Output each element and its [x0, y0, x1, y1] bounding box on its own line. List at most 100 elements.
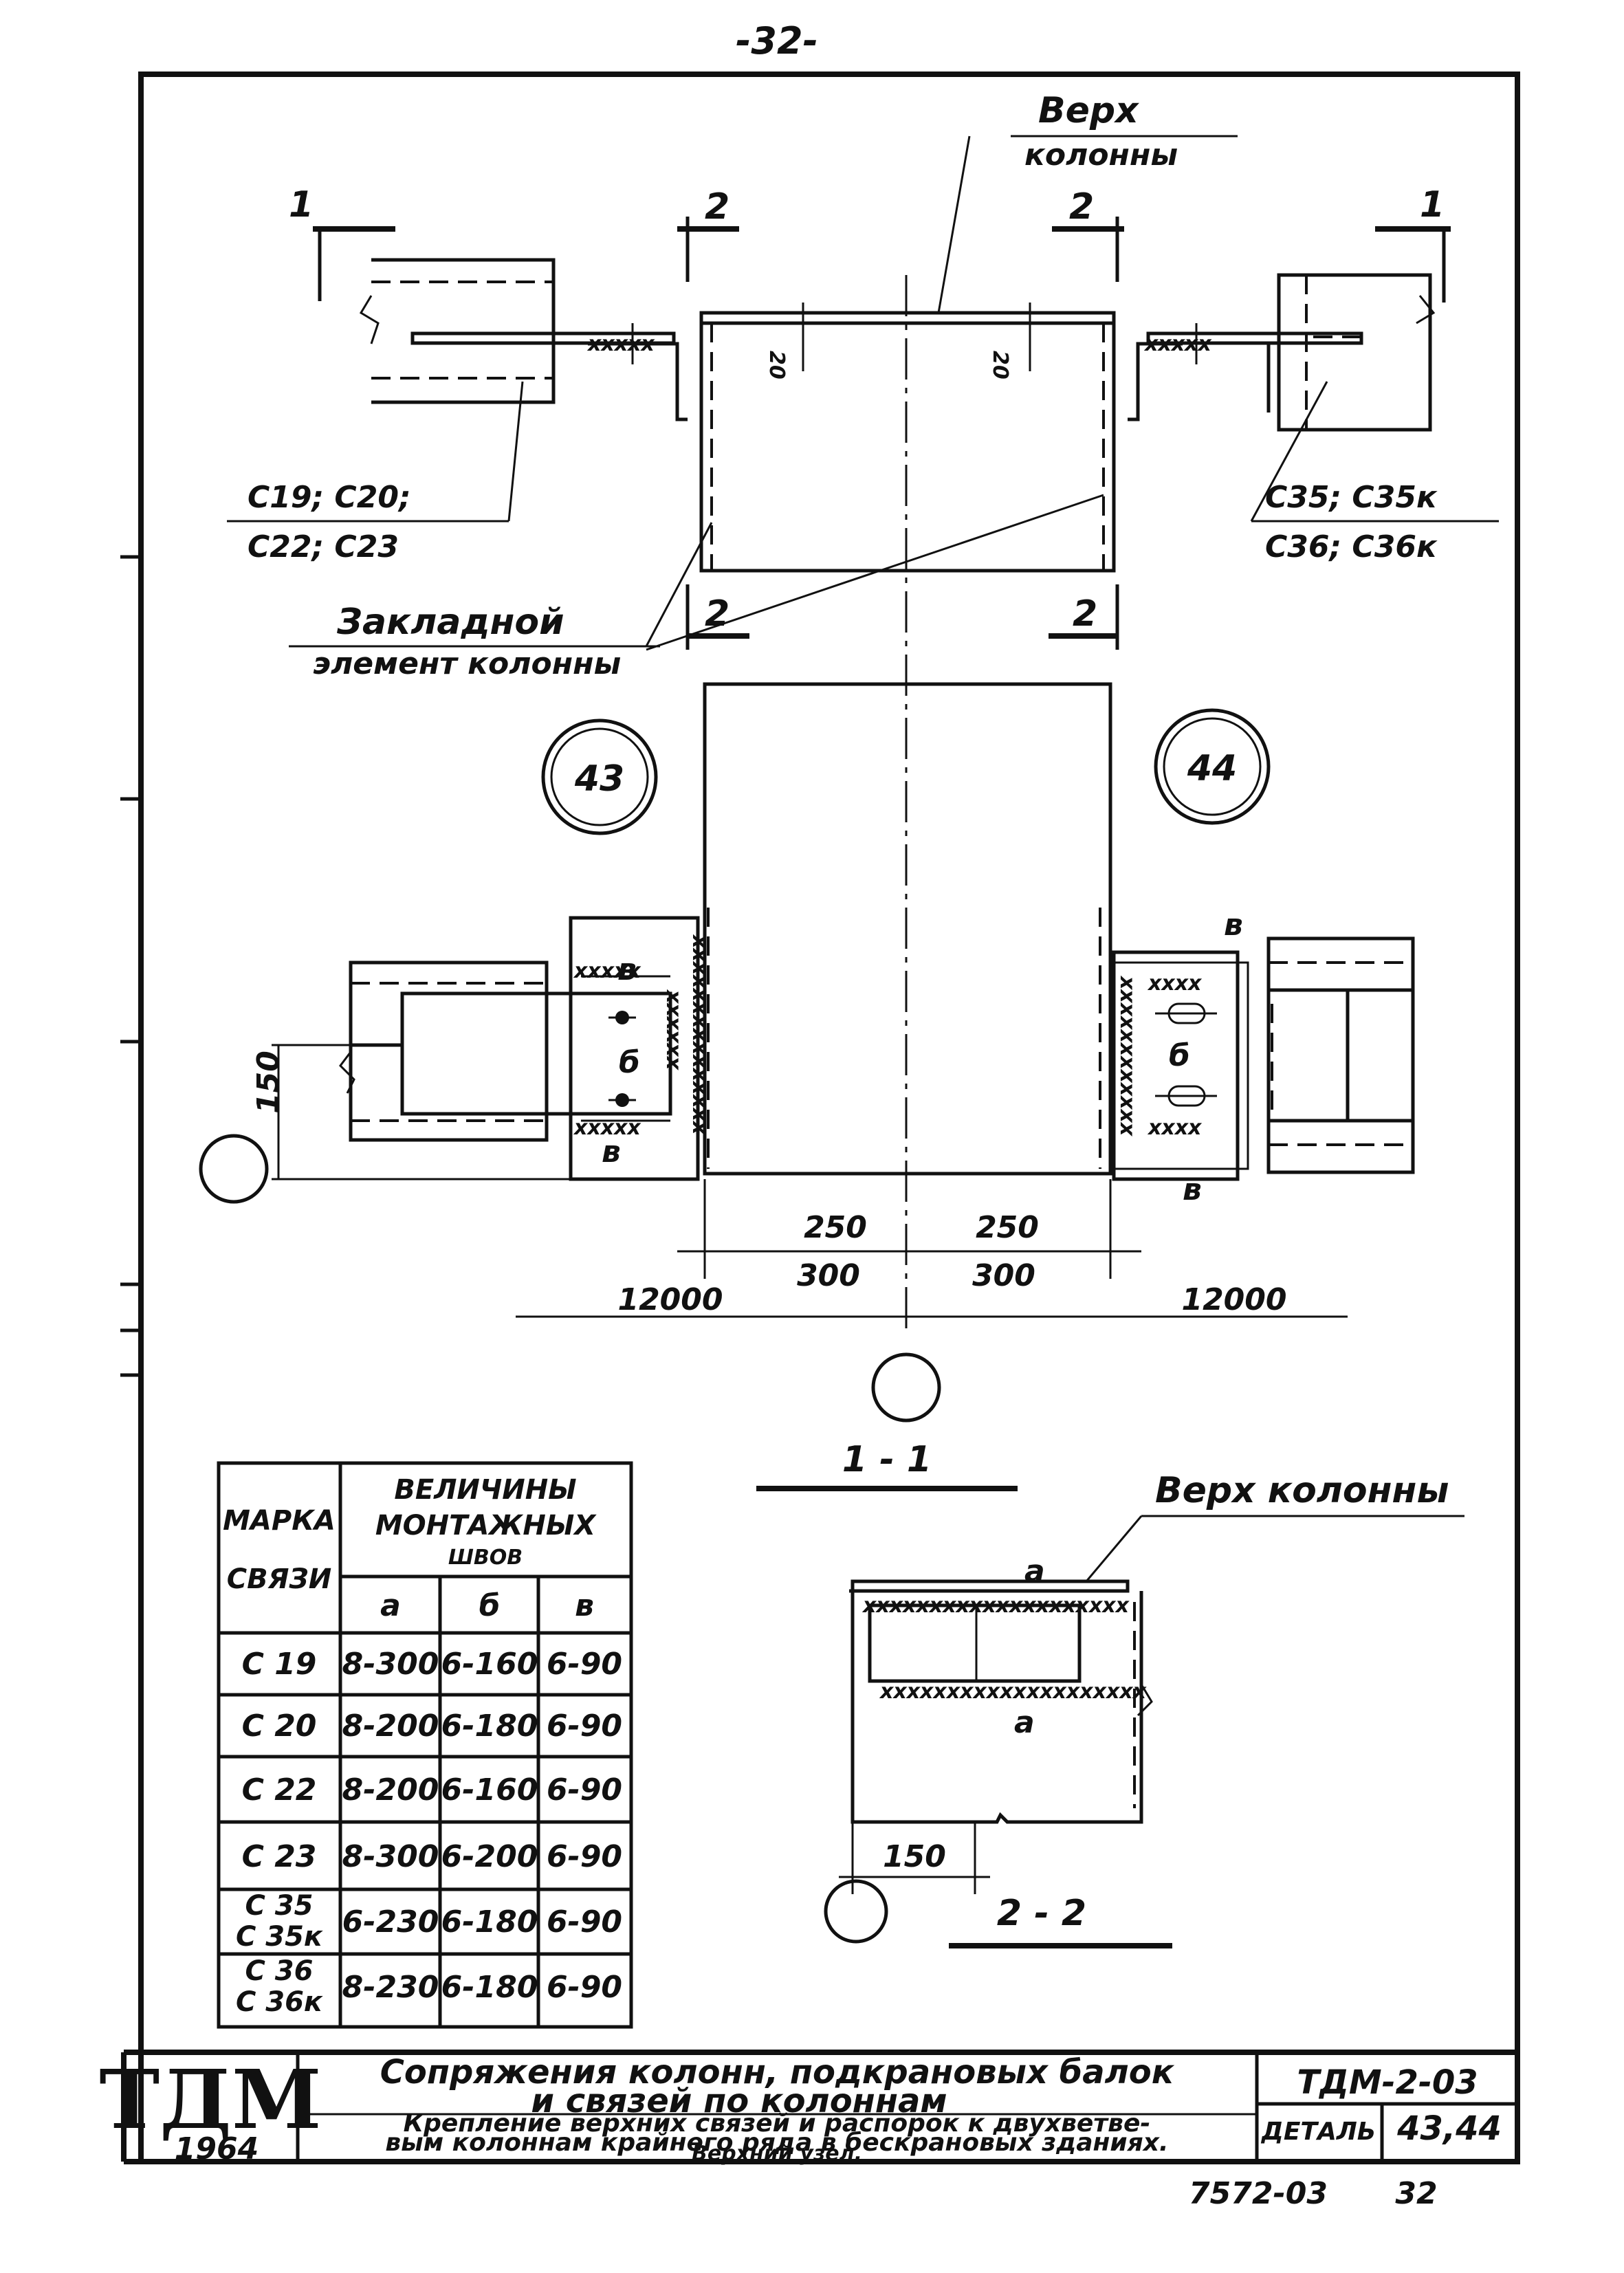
label-column-top: Верх колонны	[937, 90, 1238, 314]
svg-text:С19; С20;: С19; С20;	[248, 480, 411, 515]
table-row: С 19 8-300 6-160 6-90	[242, 1647, 622, 1682]
svg-text:8-200: 8-200	[342, 1709, 439, 1744]
svg-text:в: в	[1183, 1172, 1202, 1207]
sheet-desc-l3: Верхний узел.	[692, 2142, 862, 2166]
svg-text:6-90: 6-90	[547, 1772, 622, 1808]
brace-right-channel	[1266, 936, 1415, 1174]
svg-text:12000: 12000	[1181, 1282, 1286, 1317]
svg-text:150: 150	[883, 1839, 946, 1874]
svg-text:ВЕЛИЧИНЫ: ВЕЛИЧИНЫ	[394, 1474, 576, 1506]
svg-text:2 - 2: 2 - 2	[997, 1893, 1086, 1934]
svg-text:8-230: 8-230	[342, 1970, 439, 2005]
svg-text:44: 44	[1187, 748, 1237, 789]
stamp-year: 1964	[175, 2131, 259, 2166]
stamp-tdm: ТДМ	[99, 2052, 321, 2147]
svg-text:xxxxxxxxxxxxxxxxxxxx: xxxxxxxxxxxxxxxxxxxx	[879, 1680, 1148, 1704]
svg-text:элемент колонны: элемент колонны	[313, 646, 621, 681]
sheet-desc-l2: вым колоннам крайнего ряда в бескрановых…	[385, 2129, 1168, 2157]
svg-text:Верх: Верх	[1038, 90, 1139, 131]
svg-text:300: 300	[797, 1258, 860, 1293]
column-plan: 20 20	[699, 303, 1116, 573]
table-row: С 23 8-300 6-200 6-90	[242, 1839, 622, 1874]
svg-text:xxxxxx: xxxxxx	[661, 989, 685, 1071]
svg-text:6-90: 6-90	[547, 1904, 622, 1940]
svg-text:1 - 1: 1 - 1	[842, 1439, 932, 1480]
svg-text:2: 2	[1069, 186, 1094, 228]
svg-text:6-160: 6-160	[441, 1772, 538, 1808]
svg-text:250: 250	[804, 1210, 867, 1245]
dims-bottom-1-1: 250 250 300 300 12000 12000	[516, 1179, 1348, 1423]
section-title-1-1: 1 - 1	[756, 1439, 1018, 1491]
svg-text:150: 150	[251, 1051, 286, 1114]
svg-text:1: 1	[1420, 184, 1445, 226]
svg-text:С 35: С 35	[245, 1890, 314, 1922]
svg-text:Закладной: Закладной	[336, 602, 564, 643]
svg-text:6-160: 6-160	[441, 1647, 538, 1682]
svg-text:а: а	[380, 1588, 401, 1623]
plan-view-1-1: 1 1 2 2 Верх колонны	[199, 90, 1499, 1491]
svg-text:1: 1	[289, 184, 314, 226]
label-marks-right: С35; С35к С36; С36к	[1250, 381, 1499, 564]
svg-text:6-90: 6-90	[547, 1647, 622, 1682]
svg-text:б: б	[479, 1588, 501, 1623]
section-marker-2-top-right: 2	[1052, 186, 1124, 282]
column-shaft	[703, 682, 1112, 1176]
section-marker-2-top-left: 2	[677, 186, 739, 282]
section-marker-1-right: 1	[1375, 184, 1451, 303]
detail-label: ДЕТАЛЬ	[1261, 2118, 1376, 2146]
table-row: С 35 С 35к 6-230 6-180 6-90	[236, 1890, 622, 1953]
table-row: С 22 8-200 6-160 6-90	[242, 1772, 622, 1808]
svg-text:в: в	[602, 1134, 621, 1170]
svg-text:43: 43	[574, 758, 624, 800]
label-column-top-2: Верх колонны	[1155, 1470, 1449, 1511]
svg-text:а: а	[1024, 1554, 1045, 1589]
svg-text:6-230: 6-230	[342, 1904, 439, 1940]
svg-text:С36; С36к: С36; С36к	[1265, 529, 1438, 564]
svg-text:С22; С23: С22; С23	[248, 529, 399, 564]
svg-text:xxxxx: xxxxx	[573, 959, 641, 983]
label-embedded-element: Закладной элемент колонны	[289, 494, 1104, 681]
table-row: С 20 8-200 6-180 6-90	[242, 1709, 622, 1744]
svg-text:8-300: 8-300	[342, 1647, 439, 1682]
table-row: С 36 С 36к 8-230 6-180 6-90	[236, 1955, 622, 2018]
svg-text:б: б	[619, 1045, 640, 1080]
section-2-2: Верх колонны а xxxxxxxxxxxxxxxxxxxx xxxx…	[824, 1470, 1464, 1948]
svg-text:8-300: 8-300	[342, 1839, 439, 1874]
section-title-2-2: 2 - 2	[949, 1893, 1172, 1948]
node-43: 43	[541, 718, 658, 835]
section-marker-2-bottom-right: 2	[1049, 584, 1119, 650]
section-marker-2-bottom-left: 2	[685, 584, 749, 650]
svg-text:в: в	[1224, 908, 1243, 943]
svg-text:12000: 12000	[617, 1282, 723, 1317]
svg-text:С 35к: С 35к	[236, 1921, 323, 1953]
svg-text:в: в	[575, 1588, 594, 1623]
sheet-title-l1: Сопряжения колонн, подкрановых балок	[380, 2053, 1175, 2091]
svg-text:колонны: колонны	[1024, 138, 1178, 173]
svg-text:в: в	[617, 952, 637, 987]
svg-text:С 20: С 20	[242, 1709, 317, 1744]
brace-left-plan: xxxxx	[359, 258, 688, 421]
dim-150-left: 150	[199, 1044, 571, 1204]
svg-text:2: 2	[705, 186, 729, 228]
label-marks-left: С19; С20; С22; С23	[227, 381, 524, 564]
svg-text:6-180: 6-180	[441, 1709, 538, 1744]
footer-page: 32	[1395, 2176, 1437, 2211]
svg-text:6-180: 6-180	[441, 1970, 538, 2005]
svg-text:б: б	[1169, 1038, 1190, 1073]
svg-text:250: 250	[976, 1210, 1039, 1245]
svg-text:ШВОВ: ШВОВ	[448, 1546, 523, 1570]
weld-table: МАРКА СВЯЗИ ВЕЛИЧИНЫ МОНТАЖНЫХ ШВОВ а б …	[217, 1461, 633, 2029]
svg-text:6-90: 6-90	[547, 1970, 622, 2005]
svg-text:20: 20	[988, 351, 1012, 380]
svg-text:6-200: 6-200	[441, 1839, 538, 1874]
dim-150-section-2: 150	[824, 1822, 990, 1944]
svg-text:С35; С35к: С35; С35к	[1265, 480, 1438, 515]
svg-text:xxxxx: xxxxx	[573, 1116, 641, 1140]
detail-value: 43,44	[1396, 2109, 1502, 2148]
gusset-left: xxxxx xxxxx xxxxxxxxxxxxxxx xxxxxx в в б	[569, 916, 712, 1181]
svg-text:xxxxxxxxxxxx: xxxxxxxxxxxx	[1115, 975, 1139, 1137]
section-marker-1-left: 1	[289, 184, 395, 301]
sheet-desc-l1: Крепление верхних связей и распорок к дв…	[404, 2109, 1151, 2138]
svg-text:20: 20	[765, 351, 789, 380]
svg-text:МОНТАЖНЫХ: МОНТАЖНЫХ	[375, 1510, 597, 1541]
